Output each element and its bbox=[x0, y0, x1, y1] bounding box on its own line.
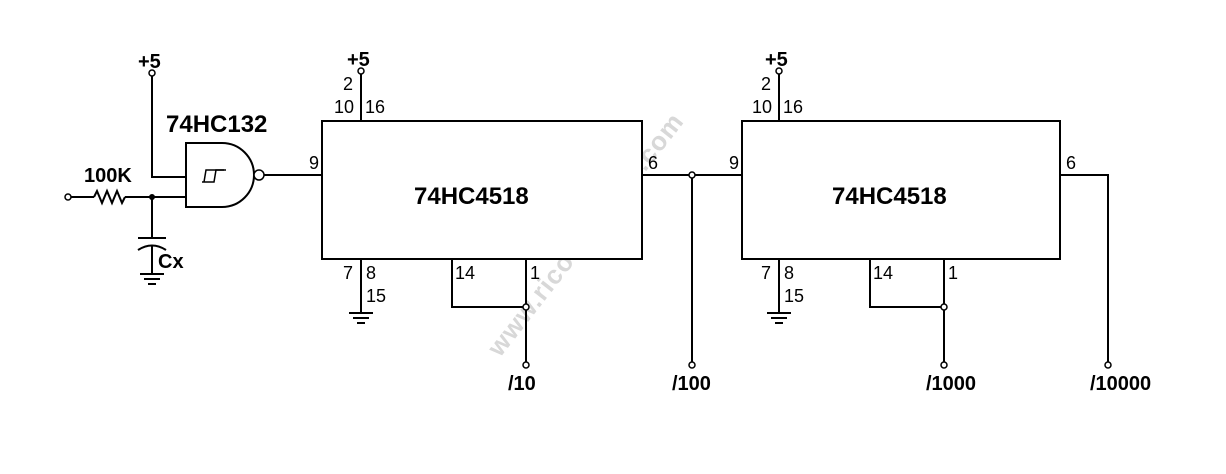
pin-label: 9 bbox=[729, 153, 739, 173]
resistor-100k bbox=[93, 188, 126, 206]
nand-gate: +5 74HC132 bbox=[138, 51, 322, 208]
pin-label: 10 bbox=[334, 97, 354, 117]
ground-symbol bbox=[349, 312, 373, 324]
pin-label: 1 bbox=[948, 263, 958, 283]
pin-label: 2 bbox=[761, 74, 771, 94]
inverter-bubble bbox=[253, 169, 265, 181]
output-label-div10000: /10000 bbox=[1090, 373, 1151, 395]
ground-symbol bbox=[767, 312, 791, 324]
output-label-div10: /10 bbox=[508, 373, 536, 395]
resistor-label: 100K bbox=[84, 165, 132, 187]
pin-label: 10 bbox=[752, 97, 772, 117]
pin-label: 7 bbox=[343, 263, 353, 283]
capacitor-label: Cx bbox=[158, 251, 184, 273]
output-terminal bbox=[688, 361, 696, 369]
junction-dot bbox=[940, 303, 948, 311]
pin-label: 7 bbox=[761, 263, 771, 283]
input-terminal bbox=[64, 193, 72, 201]
ground-symbol bbox=[140, 273, 164, 285]
gate-part-label: 74HC132 bbox=[166, 111, 267, 138]
counter-2-supply-terminal bbox=[775, 67, 783, 75]
pin-label: 6 bbox=[1066, 153, 1076, 173]
output-label-div1000: /1000 bbox=[926, 373, 976, 395]
counter-1-supply-terminal bbox=[357, 67, 365, 75]
output-terminal bbox=[940, 361, 948, 369]
pin-label: 15 bbox=[784, 286, 804, 306]
input-network: 100K Cx bbox=[64, 165, 186, 285]
pin-label: 14 bbox=[873, 263, 893, 283]
output-terminal bbox=[522, 361, 530, 369]
counter-2-part-label: 74HC4518 bbox=[832, 183, 947, 210]
counter-1: 74HC4518 +5 2 10 16 9 6 7 8 15 14 1 /10 bbox=[309, 49, 658, 395]
counter-2-body bbox=[741, 120, 1061, 260]
output-terminal bbox=[1104, 361, 1112, 369]
supply-terminal bbox=[148, 69, 156, 77]
output-label-div100: /100 bbox=[672, 373, 711, 395]
pin-label: 8 bbox=[784, 263, 794, 283]
counter-1-body bbox=[321, 120, 643, 260]
pin-label: 9 bbox=[309, 153, 319, 173]
interstage-link: /100 bbox=[642, 171, 742, 395]
gate-body bbox=[185, 142, 255, 208]
pin-label: 15 bbox=[366, 286, 386, 306]
junction-dot bbox=[522, 303, 530, 311]
pin-label: 1 bbox=[530, 263, 540, 283]
gate-supply-label: +5 bbox=[138, 51, 161, 73]
pin-label: 16 bbox=[783, 97, 803, 117]
counter-2: 74HC4518 +5 2 10 16 9 6 7 8 15 14 1 /100… bbox=[729, 49, 1151, 395]
junction-dot bbox=[688, 171, 696, 179]
pin-label: 16 bbox=[365, 97, 385, 117]
counter-1-supply-label: +5 bbox=[347, 49, 370, 71]
pin-label: 6 bbox=[648, 153, 658, 173]
pin-label: 14 bbox=[455, 263, 475, 283]
capacitor-plate-curved bbox=[137, 244, 167, 251]
pin-label: 8 bbox=[366, 263, 376, 283]
counter-2-supply-label: +5 bbox=[765, 49, 788, 71]
counter-1-part-label: 74HC4518 bbox=[414, 183, 529, 210]
pin-label: 2 bbox=[343, 74, 353, 94]
